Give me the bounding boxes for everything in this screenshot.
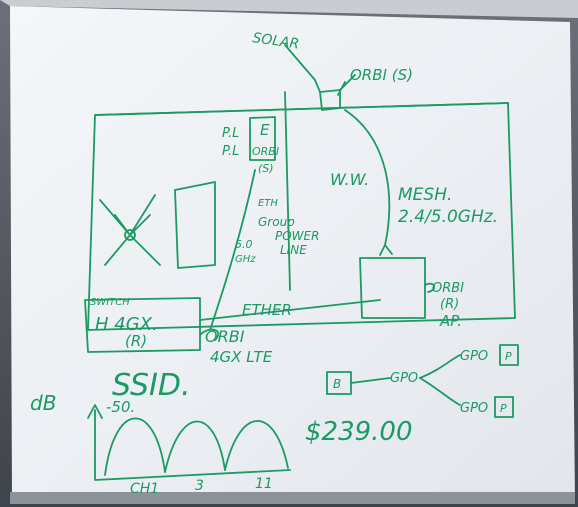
label-orbi-r1: ORBI [432,281,464,296]
label-lte: 4GX LTE [210,348,273,366]
label-orbi-r2: (R) [440,297,459,312]
whiteboard-surface [10,6,575,503]
orbi-r-loop [424,282,435,293]
label-group: Group [258,215,295,229]
label-mesh-1: MESH. [398,185,452,205]
arrow-orbi-s [337,74,356,96]
label-h4gx: H 4GX. [95,314,158,335]
label-s: (S) [258,162,274,175]
gpo-line-main [350,377,391,384]
solar-line [284,44,321,93]
ap-box [359,257,426,319]
switch-box [84,297,201,353]
label-line: LINE [280,243,307,257]
label-ch1: CH1 [130,481,159,497]
label-eth: ETH [258,198,278,209]
label-gpo-c: GPO [460,401,488,416]
orbi-s-box [319,89,341,111]
label-switch: SWITCH [90,297,130,308]
label-p2: P [500,402,507,415]
label-power: POWER [275,229,319,243]
orbi-4gx-loop [199,328,220,341]
label-ch-end: 11 [255,476,273,492]
interior-divider [284,91,291,291]
label-solar: SOLAR [251,30,300,52]
label-pl-bottom: P.L [222,144,239,159]
ceiling-strip [0,0,578,18]
ceiling-fan [99,194,161,266]
label-ap: AP. [439,312,462,330]
label-gpo-a: GPO [390,371,418,386]
label-ether: ETHER [242,301,292,319]
label-orbi-small: ORBI [252,145,279,158]
door [174,181,216,269]
label-freq-5: 5.0 [235,238,253,251]
mesh-arrow [344,109,391,246]
label-gpo-b: GPO [460,349,488,364]
orbi-r-arrow [379,244,393,256]
gpo-p-box-2 [494,396,514,418]
label-pl-top: P.L [222,126,239,141]
roof-line [94,102,509,116]
gpo-branch-down [419,377,461,406]
label-freq-ghz: GHz [235,254,256,265]
label-minus50: -50. [106,398,135,416]
label-e: E [260,121,270,139]
label-mesh-2: 2.4/5.0GHz. [398,207,498,227]
channel-hump-2 [164,420,226,473]
graph-arrow [87,404,103,419]
label-orbi-s: ORBI (S) [350,66,413,84]
channel-hump-1 [104,417,166,476]
label-db: dB [30,391,56,415]
marker-tray [10,492,575,504]
fan-hub [124,229,136,241]
gpo-branch-up [419,354,461,379]
ether-line [199,299,381,321]
gpo-p-box-1 [499,344,519,366]
label-box-b: B [333,377,341,391]
graph-y-axis [94,409,291,481]
label-p1: P [505,350,512,363]
label-ww: W.W. [330,170,369,189]
inner-room [249,116,276,161]
channel-hump-3 [224,420,289,471]
label-price: $239.00 [305,417,413,447]
label-r: (R) [125,332,147,350]
label-ssid: SSID. [112,368,191,403]
label-ch-mid: 3 [195,478,204,494]
label-orbi-4gx: ORBI [205,327,245,346]
